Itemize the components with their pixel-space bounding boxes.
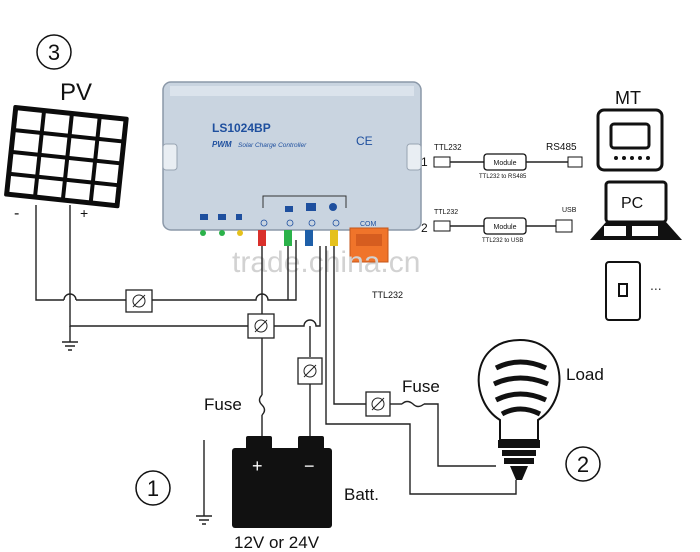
fuse-load-label: Fuse <box>402 377 440 396</box>
usb-left-label: TTL232 <box>434 209 458 216</box>
charge-controller: LS1024BP PWM Solar Charge Controller CE … <box>162 81 422 231</box>
link-2-number: 2 <box>421 221 428 235</box>
usb-link: 2 TTL232 USB Module TTL232 to USB <box>421 207 577 244</box>
rs485-left-label: TTL232 <box>434 143 462 152</box>
pc-laptop: PC <box>590 180 682 321</box>
mt-meter: MT <box>596 88 664 172</box>
rs485-sub-label: TTL232 to RS485 <box>479 174 527 180</box>
battery-plus: + <box>252 456 263 476</box>
ttl232-bottom-label: TTL232 <box>372 290 403 300</box>
battery-number: 1 <box>147 476 159 501</box>
battery-minus: − <box>304 456 315 476</box>
battery-label: Batt. <box>344 485 379 504</box>
controller-model: LS1024BP <box>212 121 271 135</box>
pc-label: PC <box>621 195 643 212</box>
wiring <box>35 205 517 525</box>
link-1-number: 1 <box>421 155 428 169</box>
battery: + − Batt. 12V or 24V 1 <box>135 436 379 552</box>
pv-plus-label: + <box>80 205 88 221</box>
fuse-battery: Fuse <box>204 394 266 416</box>
switch-battery-negative[interactable] <box>297 357 323 385</box>
com-port-label: COM <box>360 221 377 228</box>
fuse-battery-label: Fuse <box>204 395 242 414</box>
battery-voltage: 12V or 24V <box>234 533 320 552</box>
load-number: 2 <box>577 452 589 477</box>
switch-pv[interactable] <box>125 289 153 313</box>
fuse-load: Fuse <box>401 377 440 408</box>
pv-minus-label: - <box>14 205 19 222</box>
mt-label: MT <box>615 88 641 108</box>
ce-mark: CE <box>356 134 373 148</box>
solar-panel: 3 PV - + <box>4 34 129 222</box>
switch-battery[interactable] <box>247 313 275 339</box>
corner-mark: ... <box>650 277 662 293</box>
switch-load[interactable] <box>365 391 391 417</box>
controller-pwm: PWM <box>212 140 232 149</box>
terminal-block <box>200 227 389 263</box>
load-bulb: Load 2 <box>477 338 604 482</box>
rs485-link: 1 TTL232 RS485 Module TTL232 to RS485 <box>421 142 583 180</box>
rs485-module-label: Module <box>494 160 517 167</box>
pv-number: 3 <box>48 40 60 65</box>
rs485-right-label: RS485 <box>546 142 577 153</box>
usb-right-label: USB <box>562 207 577 214</box>
usb-sub-label: TTL232 to USB <box>482 238 523 244</box>
usb-module-label: Module <box>494 224 517 231</box>
load-label: Load <box>566 365 604 384</box>
controller-subtitle: Solar Charge Controller <box>238 142 307 149</box>
pv-label: PV <box>60 79 92 106</box>
